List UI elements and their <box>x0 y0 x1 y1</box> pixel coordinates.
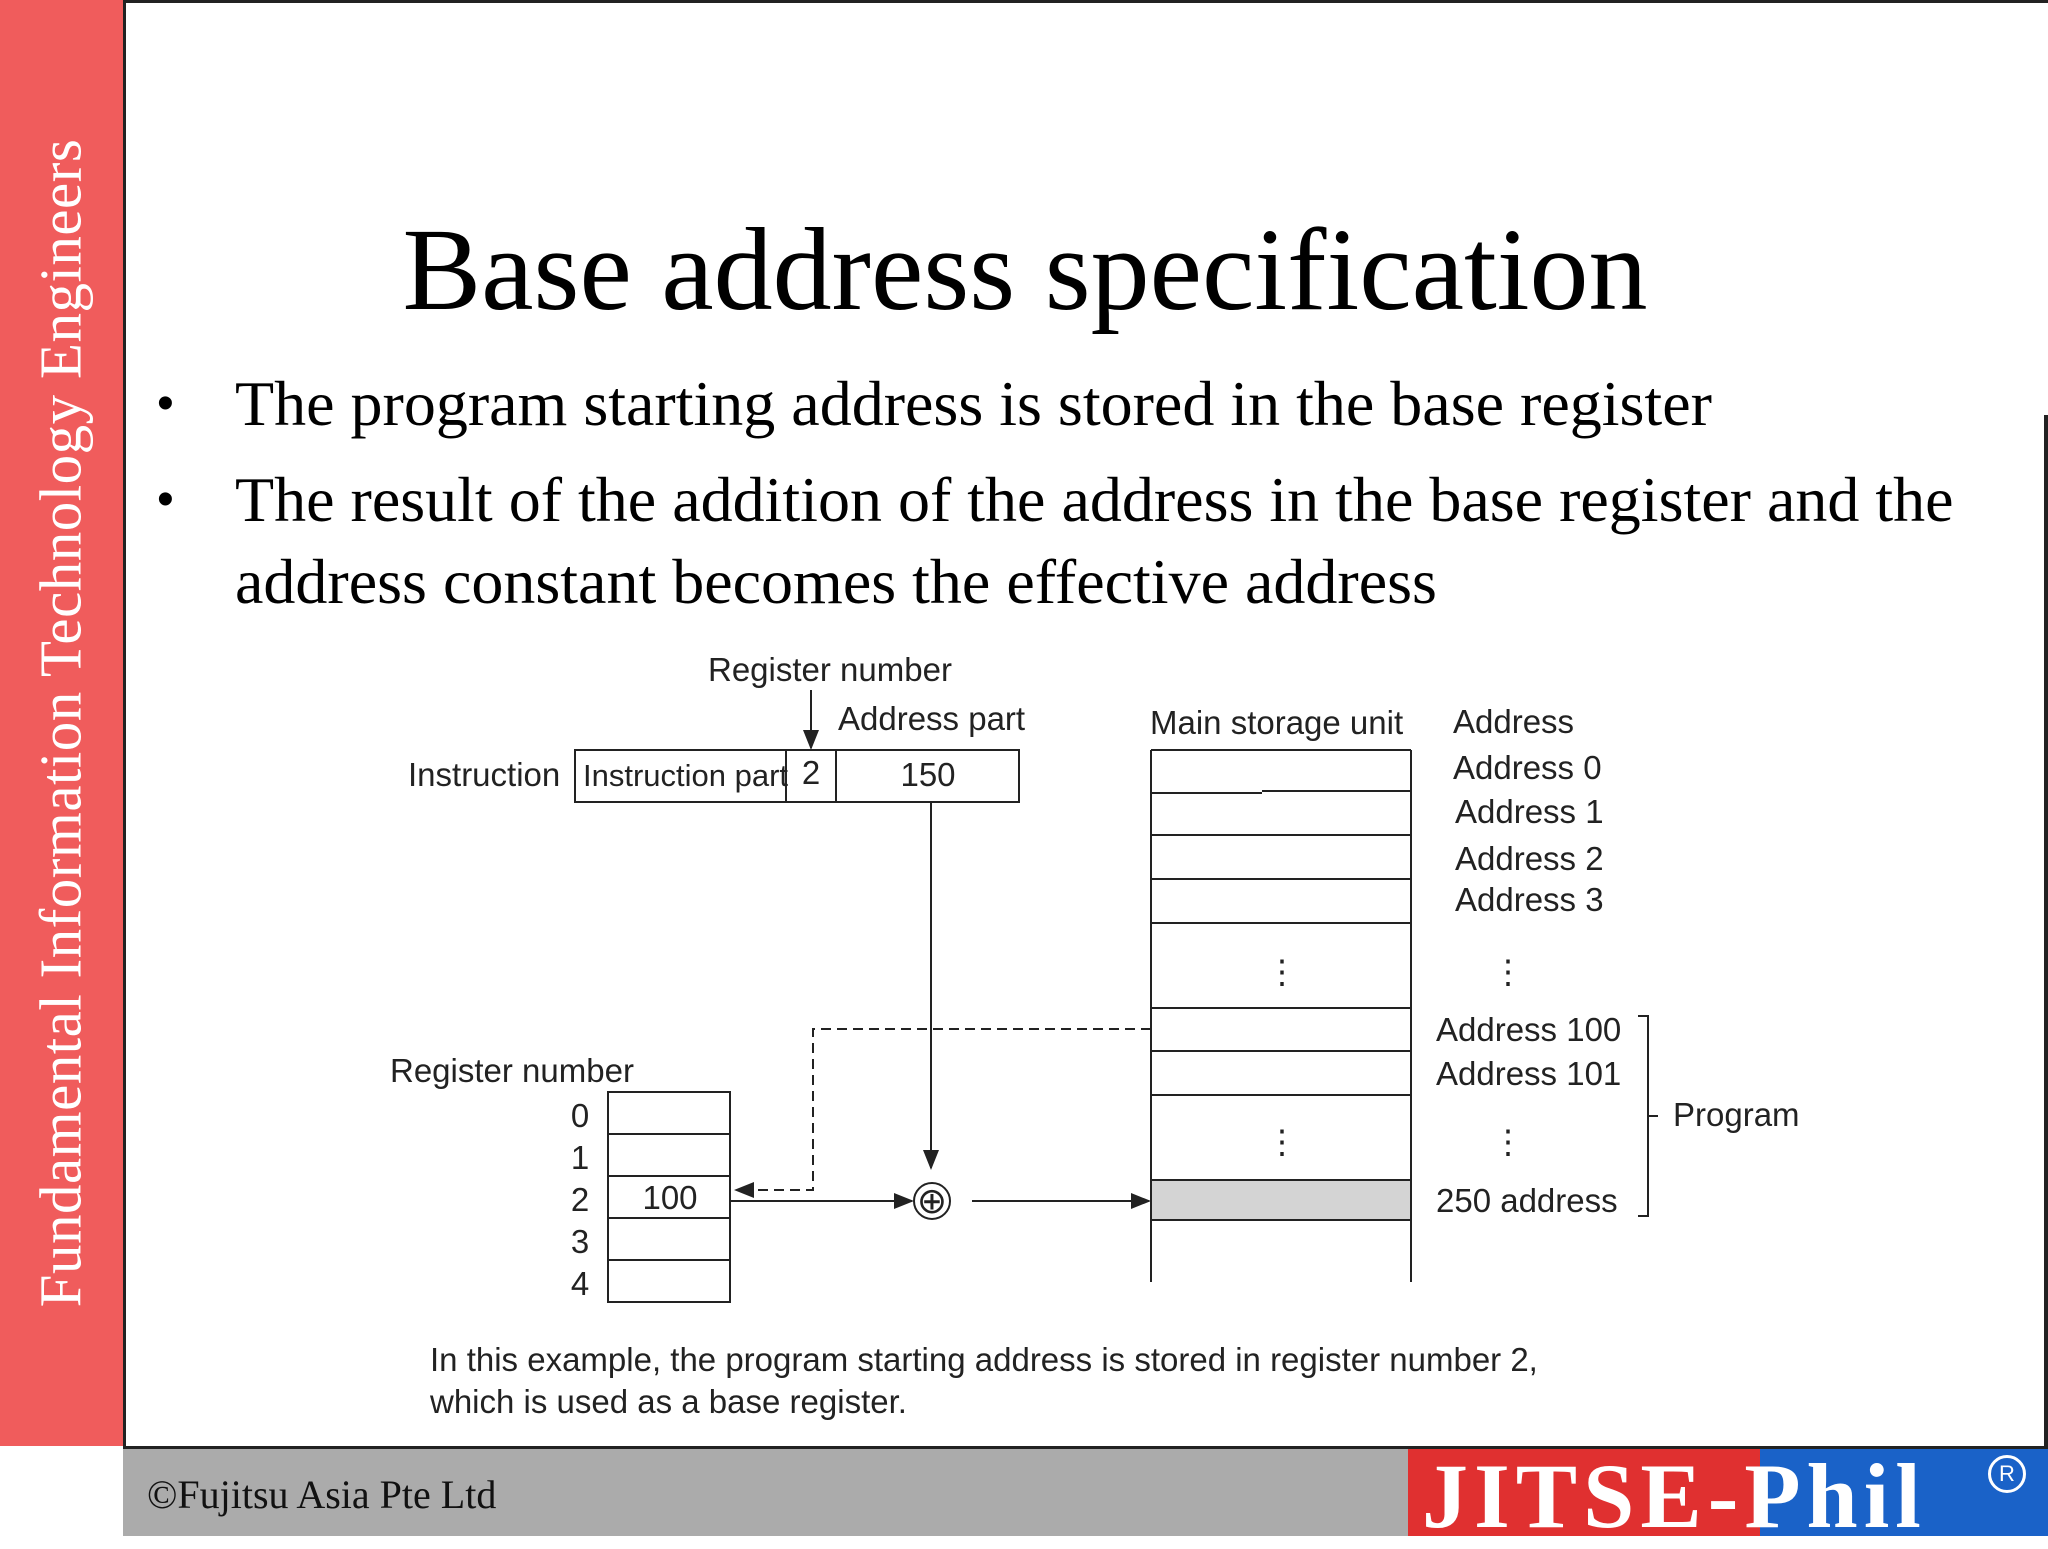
instruction-label: Instruction <box>408 756 560 793</box>
caption-line: In this example, the program starting ad… <box>430 1341 1538 1378</box>
register-index: 4 <box>571 1265 589 1302</box>
logo-left-text: JITSE <box>1422 1445 1708 1547</box>
bullet-dot: • <box>157 473 174 526</box>
register-index: 0 <box>571 1097 589 1134</box>
footer: ©Fujitsu Asia Pte Ltd JITSE-Phil R <box>123 1445 2048 1547</box>
register-value: 100 <box>642 1179 697 1216</box>
register-index: 3 <box>571 1223 589 1260</box>
instruction-register-cell: 2 <box>802 754 820 791</box>
register-index: 1 <box>571 1139 589 1176</box>
register-number-left-label: Register number <box>390 1052 634 1089</box>
storage-dots: ⋮ <box>1266 1123 1299 1160</box>
slide-title: Base address specification <box>402 204 1648 335</box>
address-label: Address 2 <box>1455 840 1604 877</box>
register-number-top-label: Register number <box>708 651 952 688</box>
logo-text: JITSE-Phil <box>1422 1443 1927 1549</box>
copyright-text: ©Fujitsu Asia Pte Ltd <box>147 1472 497 1517</box>
registered-mark-icon: R <box>1988 1455 2026 1493</box>
bullet-item: • The result of the addition of the addr… <box>155 459 2048 623</box>
bullet-text: The result of the addition of the addres… <box>235 464 1954 617</box>
instruction-box <box>574 749 1020 803</box>
program-label: Program <box>1673 1096 1800 1133</box>
address-part-label: Address part <box>838 700 1025 737</box>
adder-symbol: ⊕ <box>917 1180 947 1221</box>
program-address-label: Address 101 <box>1436 1055 1621 1092</box>
jitse-phil-logo: JITSE-Phil R <box>1408 1445 2048 1547</box>
storage-dots: ⋮ <box>1266 953 1299 990</box>
address-label: Address 0 <box>1453 749 1602 786</box>
logo-right-text: -Phil <box>1707 1445 1927 1547</box>
address-label: Address 3 <box>1455 881 1604 918</box>
address-dots: ⋮ <box>1492 953 1525 990</box>
main-storage-column <box>1150 749 1412 1282</box>
base-address-dashed-arrow <box>734 1028 1151 1198</box>
bullet-item: • The program starting address is stored… <box>155 363 2035 445</box>
base-address-diagram: Register number Address part Instruction… <box>390 651 1800 1420</box>
address-header: Address <box>1453 703 1574 740</box>
address-dots: ⋮ <box>1492 1123 1525 1160</box>
main-storage-label: Main storage unit <box>1150 704 1403 741</box>
last-address-label: 250 address <box>1436 1182 1618 1219</box>
address-label: Address 1 <box>1455 793 1604 830</box>
instruction-part-cell: Instruction part <box>583 758 788 793</box>
right-border <box>2044 415 2048 1446</box>
caption-line: which is used as a base register. <box>429 1383 907 1420</box>
bullet-text: The program starting address is stored i… <box>235 368 1712 439</box>
logo-red-block <box>1408 1449 1760 1536</box>
bullet-list: • The program starting address is stored… <box>155 363 2035 637</box>
bullet-dot: • <box>157 377 174 430</box>
program-bracket <box>1638 1015 1658 1217</box>
sidebar: Fundamental Information Technology Engin… <box>0 0 126 1446</box>
top-border <box>123 0 2048 3</box>
register-file <box>607 1091 731 1303</box>
program-address-label: Address 100 <box>1436 1011 1621 1048</box>
instruction-address-cell: 150 <box>900 756 955 793</box>
adder-circle <box>913 1182 951 1220</box>
register-index: 2 <box>571 1181 589 1218</box>
effective-address-cell <box>1150 1179 1412 1221</box>
